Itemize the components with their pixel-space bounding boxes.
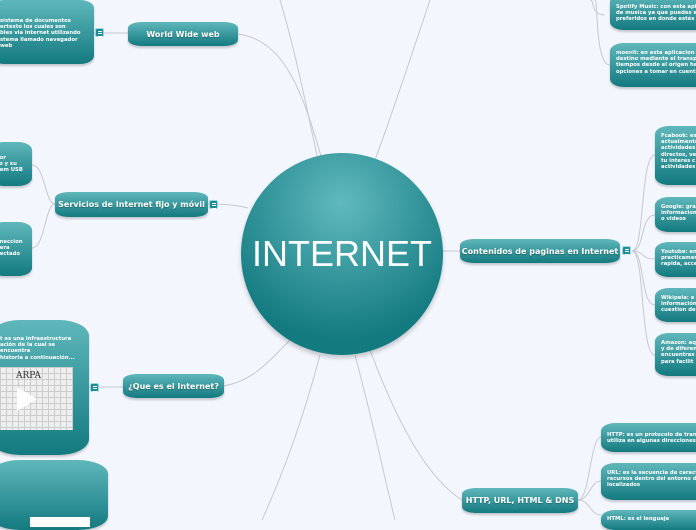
- contenido-amazon[interactable]: Amazon: aq y de diferen encuentras para …: [655, 333, 696, 376]
- http-child[interactable]: HTTP: es un protocolo de trans utiliza e…: [601, 423, 696, 452]
- www-detail-box[interactable]: sistema de documentos ertexto los cuales…: [0, 0, 94, 64]
- app-spotify[interactable]: Spotify Music: con esta aplic de musica …: [610, 0, 696, 30]
- contenido-google[interactable]: Google: gra informacion o videos: [655, 197, 696, 232]
- contenido-wikipedia[interactable]: Wikipeia: e información cuestion de: [655, 288, 696, 322]
- video-thumbnail-text: ARPA: [16, 371, 42, 381]
- html-child[interactable]: HTML: es el lenguaje: [601, 510, 696, 530]
- contenido-facebook[interactable]: Fcabook: es actualmente actividades dire…: [655, 126, 696, 185]
- node-que-es-internet[interactable]: ¿Que es el Internet?: [123, 374, 224, 398]
- node-contenidos[interactable]: Contenidos de paginas en Internet: [460, 239, 620, 263]
- notes-icon[interactable]: [209, 200, 218, 209]
- node-http-url-html-dns[interactable]: HTTP, URL, HTML & DNS: [462, 488, 578, 513]
- contenido-youtube[interactable]: Youtube: en practicamen rapida, acce: [655, 242, 696, 277]
- url-child[interactable]: URL: es la secuencia de caracte recursos…: [601, 463, 696, 500]
- que-es-detail-text: t es una infraestructura ación de la cua…: [0, 336, 75, 361]
- central-topic-label: INTERNET: [252, 233, 432, 274]
- notes-icon[interactable]: [90, 383, 99, 392]
- image-preview: [30, 517, 90, 527]
- node-servicios[interactable]: Servicios de Internet fijo y móvil: [55, 192, 208, 217]
- notes-icon[interactable]: [95, 28, 104, 37]
- app-moovit[interactable]: moovit: en esta aplicacion p destino med…: [610, 43, 696, 87]
- central-topic[interactable]: INTERNET: [241, 153, 443, 355]
- servicios-child-1[interactable]: por co y su dem USB: [0, 142, 32, 186]
- node-world-wide-web[interactable]: World Wide web: [128, 22, 238, 46]
- video-thumbnail[interactable]: ARPA: [0, 367, 73, 430]
- notes-icon[interactable]: [622, 246, 631, 255]
- play-icon[interactable]: [17, 387, 37, 411]
